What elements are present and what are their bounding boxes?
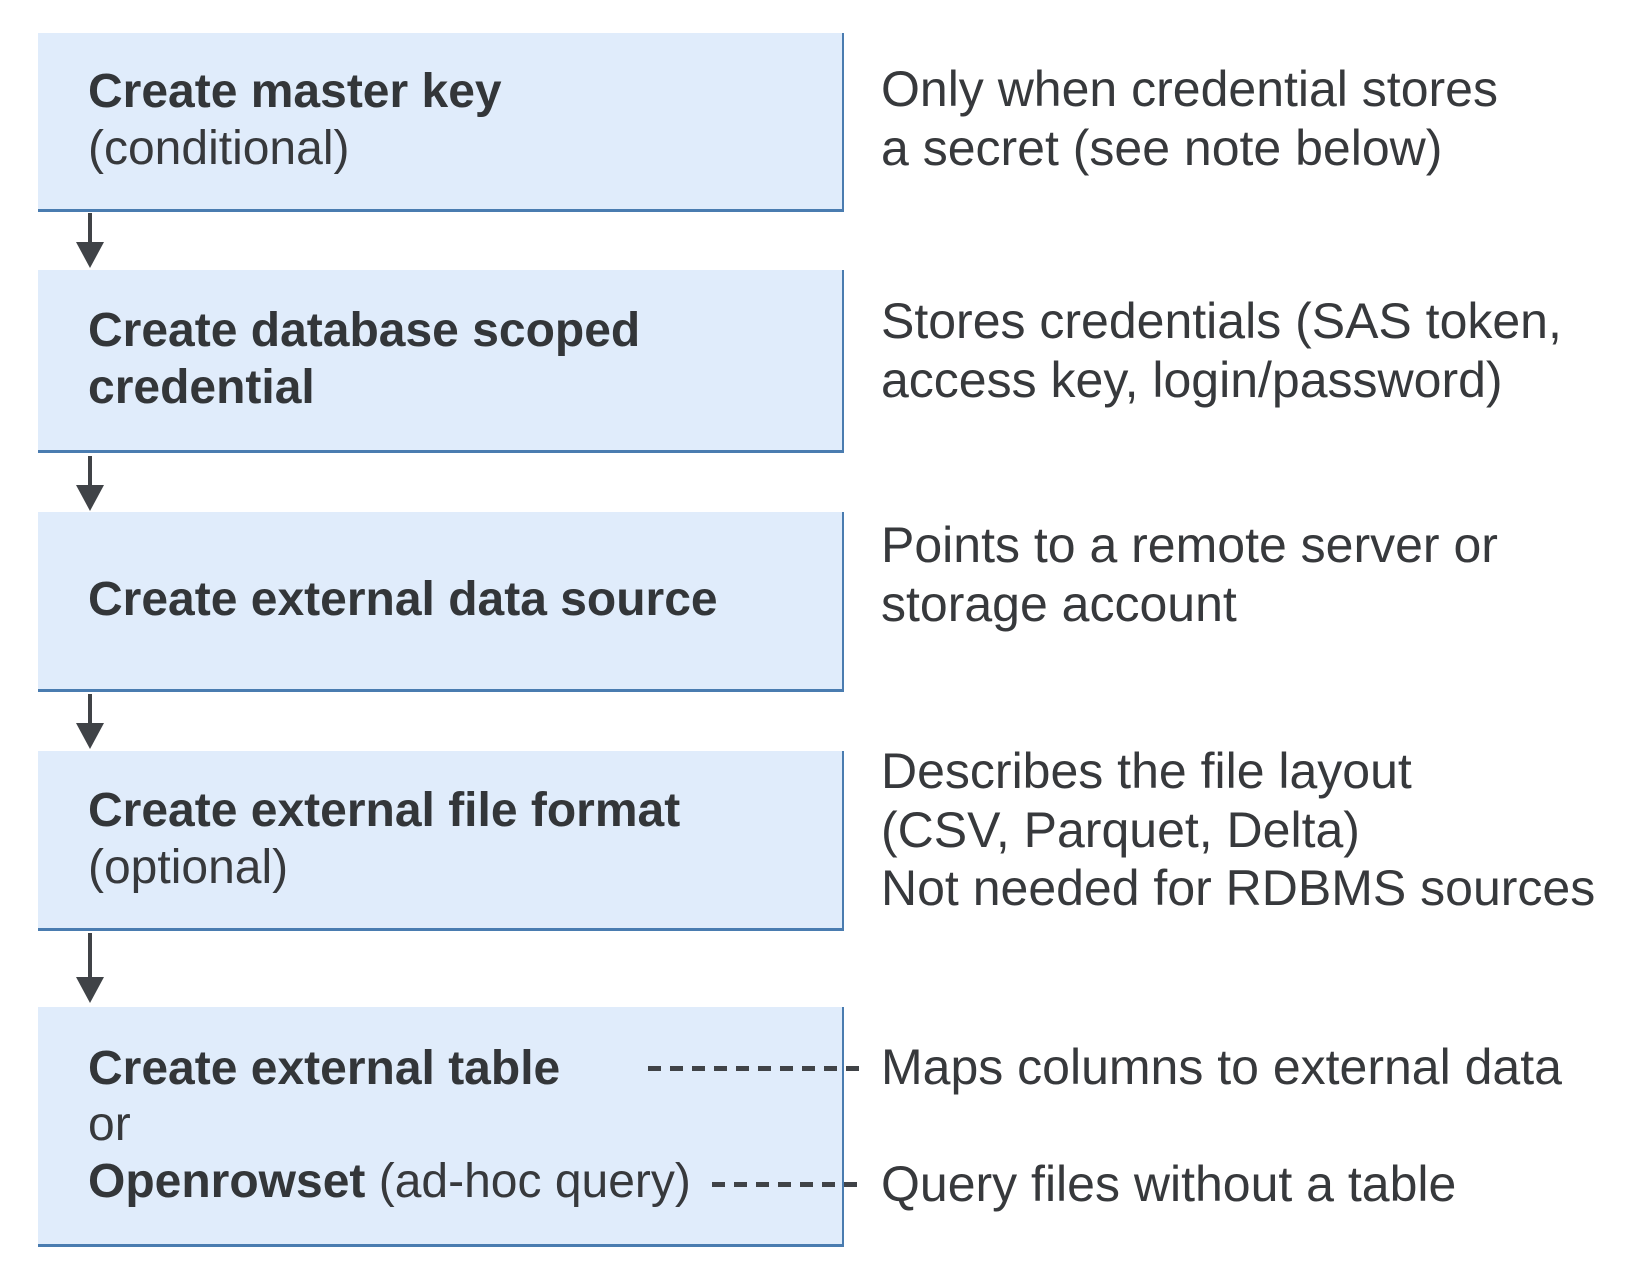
dashed-connector-openrowset [712,1182,862,1187]
step-box-create-master-key: Create master key (conditional) [38,33,844,212]
step-title: Create database scoped credential [88,304,641,414]
step-title-line: Create external table [88,1041,822,1098]
step-title: Create external data source [88,573,718,627]
step-title: Create master key [88,65,502,119]
step-title: Create external file format [88,783,681,837]
step-box-create-external-file-format: Create external file format (optional) [38,751,844,931]
alt-title: Openrowset [88,1154,366,1208]
annotation-openrowset: Query files without a table [881,1156,1457,1212]
arrow-head [76,977,104,1003]
annotation-master-key: Only when credential stores a secret (se… [881,61,1498,176]
step-box-create-external-data-source: Create external data source [38,512,844,692]
annotation-data-source: Points to a remote server or storage acc… [881,517,1498,632]
arrow-head [76,485,104,511]
arrow-stem [88,694,92,729]
annotation-file-format: Describes the file layout (CSV, Parquet,… [881,743,1596,916]
down-arrow [76,456,104,511]
step-or-line: or [88,1097,822,1154]
arrow-stem [88,933,92,983]
dashed-connector-external-table [648,1066,862,1071]
step-alt-line: Openrowset (ad-hoc query) [88,1154,822,1211]
arrow-head [76,242,104,268]
alt-suffix: (ad-hoc query) [365,1154,691,1208]
step-box-create-database-scoped-credential: Create database scoped credential [38,270,844,453]
down-arrow [76,694,104,749]
step-box-create-external-table-or-openrowset: Create external table or Openrowset (ad-… [38,1007,844,1247]
down-arrow [76,213,104,268]
step-title: Create external table [88,1041,561,1095]
or-label: or [88,1098,131,1152]
annotation-scoped-credential: Stores credentials (SAS token, access ke… [881,293,1562,408]
annotation-external-table: Maps columns to external data [881,1039,1562,1095]
down-arrow [76,933,104,1003]
arrow-stem [88,456,92,491]
arrow-stem [88,213,92,248]
step-subtitle: (optional) [88,840,289,894]
step-subtitle: (conditional) [88,122,350,175]
arrow-head [76,723,104,749]
